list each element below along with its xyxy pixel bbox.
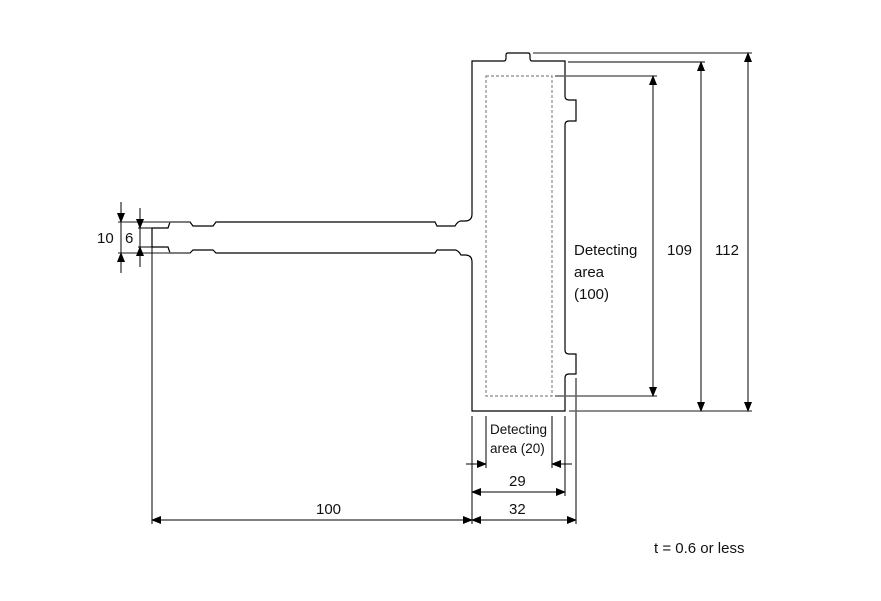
height-dimension-lines (533, 52, 752, 412)
stem-outer-dimension: 10 (97, 230, 114, 247)
stem-dimension-lines (117, 202, 190, 273)
detecting-height-label-1: Detecting (574, 242, 638, 259)
detecting-width-label-1: Detecting (490, 422, 548, 437)
stem-inner-dimension: 6 (125, 230, 134, 247)
thickness-note: t = 0.6 or less (654, 540, 745, 557)
stem-length-dimension: 100 (316, 501, 342, 518)
body-inner-width-dimension: 29 (509, 473, 526, 490)
detecting-width-label-2: area (20) (490, 441, 545, 456)
body-inner-height-dimension: 109 (667, 242, 693, 259)
detecting-height-label-2: area (574, 264, 605, 281)
body-height-dimension: 112 (715, 242, 739, 259)
detecting-height-label-3: (100) (574, 286, 610, 303)
body-width-dimension: 32 (509, 501, 526, 518)
detecting-area-outline (485, 75, 553, 397)
sensor-body-outline (151, 52, 577, 412)
bottom-dimension-lines (151, 247, 577, 524)
